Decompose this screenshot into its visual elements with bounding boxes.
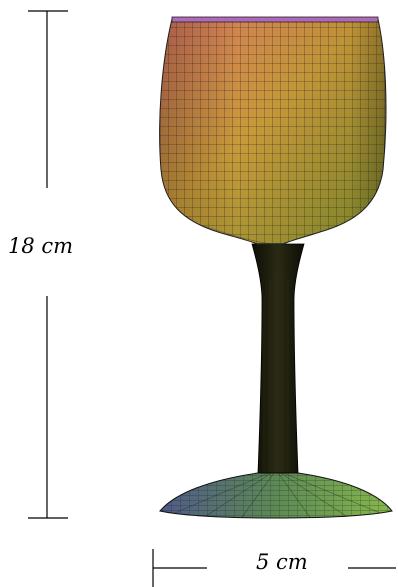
glass-stem [251,243,305,474]
glass-rim [171,16,379,23]
width-dimension-label: 5 cm [256,550,308,574]
wine-glass [159,16,393,519]
height-dimension [28,10,68,519]
glass-foot [159,472,393,519]
width-dimension [152,549,396,587]
height-dimension-label: 18 cm [8,234,74,258]
glass-bowl [159,16,387,245]
